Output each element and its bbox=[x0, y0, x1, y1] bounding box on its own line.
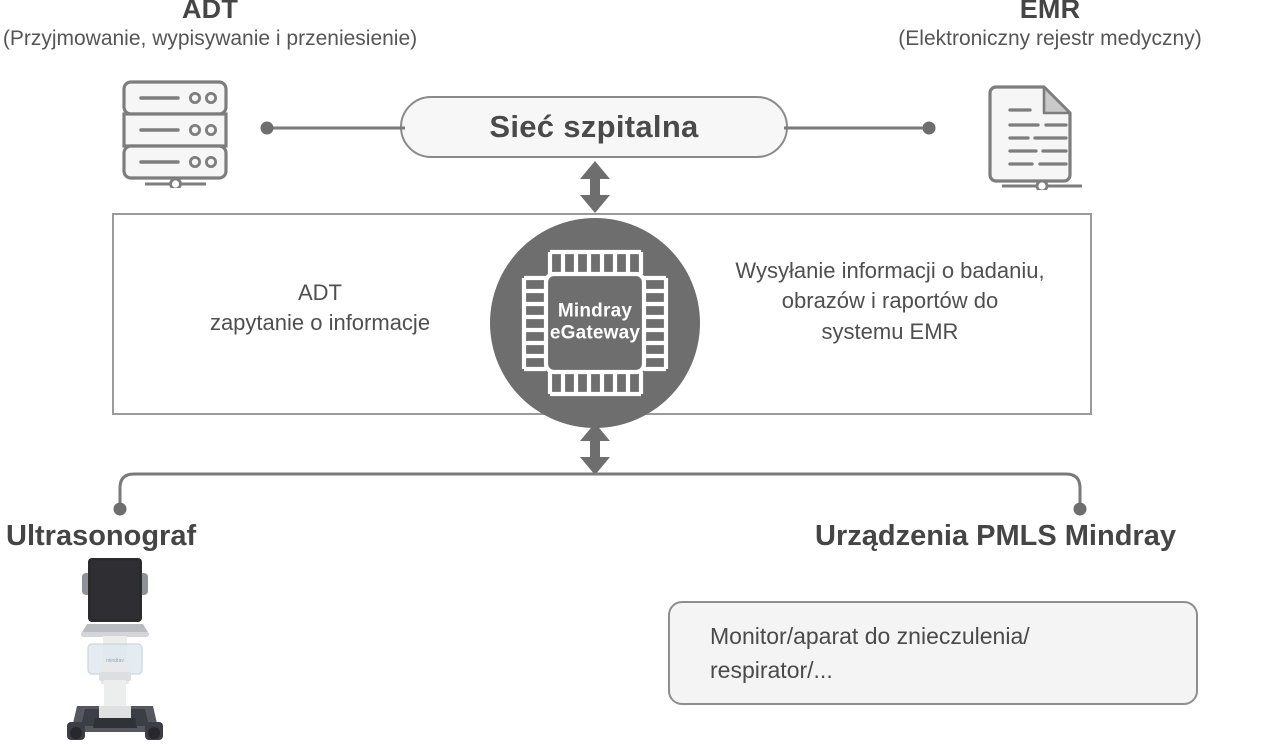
svg-text:mindray: mindray bbox=[106, 658, 124, 664]
adt-title: ADT bbox=[181, 0, 239, 24]
server-to-network-connector bbox=[260, 118, 405, 138]
network-to-emr-connector bbox=[784, 118, 936, 138]
hospital-network-pill[interactable]: Sieć szpitalna bbox=[400, 96, 788, 158]
ultrasound-label: Ultrasonograf bbox=[6, 520, 197, 552]
pmls-device-line1: Monitor/aparat do znieczulenia/ bbox=[710, 622, 1030, 649]
pmls-device-box-text: Monitor/aparat do znieczulenia/ respirat… bbox=[670, 619, 1050, 688]
server-icon bbox=[100, 78, 250, 188]
pmls-device-line2: respirator/... bbox=[710, 657, 833, 683]
emr-subtitle: (Elektroniczny rejestr medyczny) bbox=[898, 27, 1202, 50]
adt-query-line1: ADT bbox=[298, 280, 342, 305]
document-icon bbox=[970, 78, 1120, 190]
adt-query-text: ADT zapytanie o informacje bbox=[150, 278, 490, 339]
adt-subtitle: (Przyjmowanie, wypisywanie i przeniesien… bbox=[2, 27, 418, 50]
mindray-egateway-node[interactable]: Mindray eGateway bbox=[490, 218, 700, 428]
pmls-devices-label: Urządzenia PMLS Mindray bbox=[815, 520, 1176, 552]
emr-send-text: Wysyłanie informacji o badaniu, obrazów … bbox=[700, 256, 1080, 347]
gateway-devices-double-arrow bbox=[572, 422, 618, 476]
pmls-device-box[interactable]: Monitor/aparat do znieczulenia/ respirat… bbox=[668, 601, 1198, 705]
emr-send-line3: systemu EMR bbox=[821, 318, 959, 344]
emr-send-line1: Wysyłanie informacji o badaniu, bbox=[735, 258, 1045, 283]
emr-title: EMR bbox=[1019, 0, 1081, 24]
network-gateway-double-arrow bbox=[572, 160, 618, 214]
adt-query-line2: zapytanie o informacje bbox=[209, 310, 431, 336]
ultrasound-cart-icon: mindray bbox=[55, 556, 175, 742]
hospital-network-label: Sieć szpitalna bbox=[489, 109, 699, 144]
emr-send-line2: obrazów i raportów do bbox=[781, 288, 999, 314]
devices-bracket bbox=[100, 466, 1100, 516]
chip-icon bbox=[516, 244, 674, 402]
